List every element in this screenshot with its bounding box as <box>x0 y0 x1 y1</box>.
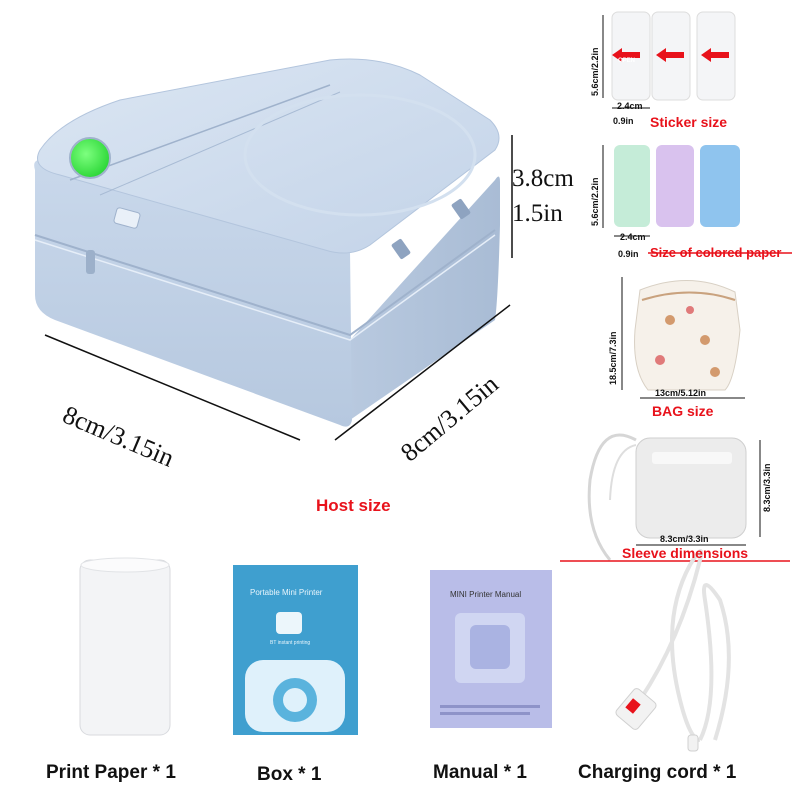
sticker-width-in: 0.9in <box>613 116 634 126</box>
box-label: Box * 1 <box>257 764 322 785</box>
sticker-rolls-image <box>611 11 736 101</box>
sleeve-dimensions-label: Sleeve dimensions <box>622 545 749 561</box>
charging-cord-image <box>638 549 731 742</box>
manual-label: Manual * 1 <box>433 762 527 783</box>
sleeve-height-dim: 8.3cm/3.3in <box>762 463 772 512</box>
box-cover-subtitle: BT instant printing <box>270 640 311 646</box>
sleeve-width-dim: 8.3cm/3.3in <box>660 534 709 544</box>
sticker-open-text: OPEN <box>618 58 636 64</box>
sticker-size-label: Sticker size <box>650 114 728 130</box>
host-height-in: 1.5in <box>512 200 563 227</box>
manual-cover-title: MINI Printer Manual <box>450 590 522 599</box>
host-height-cm: 3.8cm <box>512 165 574 192</box>
bag-height-dim: 18.5cm/7.3in <box>608 331 618 385</box>
print-paper-roll-image <box>79 557 171 736</box>
box-image <box>233 565 358 735</box>
colored-size-label: Size of colored paper <box>650 245 782 260</box>
sticker-width-cm: 2.4cm <box>617 101 643 111</box>
manual-image <box>430 570 552 728</box>
colored-height-dim: 5.6cm/2.2in <box>590 177 600 226</box>
colored-paper-rolls-image <box>614 145 740 227</box>
power-button-icon <box>69 137 111 179</box>
drawstring-bag-image <box>634 279 741 391</box>
colored-width-in: 0.9in <box>618 249 639 259</box>
printer-side-face <box>350 176 500 420</box>
printer-front-face <box>34 160 352 427</box>
host-size-label: Host size <box>316 496 391 515</box>
sleeve-image <box>587 433 747 561</box>
colored-width-cm: 2.4cm <box>620 232 646 242</box>
box-cover-title: Portable Mini Printer <box>250 588 323 597</box>
print-paper-label: Print Paper * 1 <box>46 762 176 783</box>
printer-top-lid <box>37 58 500 254</box>
sticker-height-dim: 5.6cm/2.2in <box>590 47 600 96</box>
bag-width-dim: 13cm/5.12in <box>655 388 707 398</box>
charging-cord-label: Charging cord * 1 <box>578 762 737 783</box>
bag-size-label: BAG size <box>652 403 714 419</box>
